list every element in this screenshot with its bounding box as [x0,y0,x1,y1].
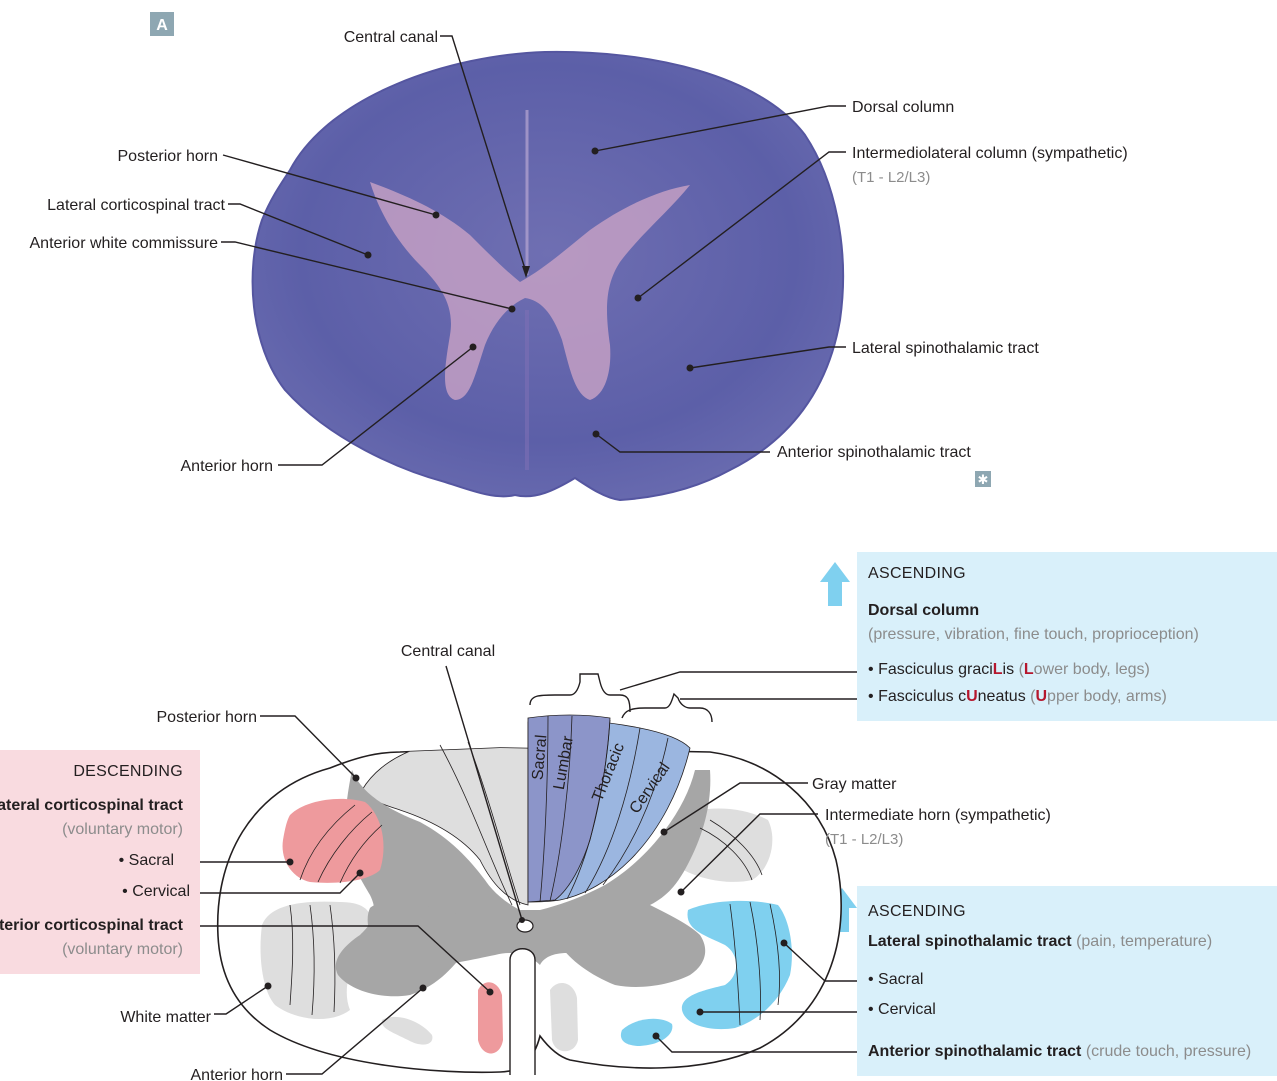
corticospinal-cervical-item: • Cervical [122,883,190,901]
cuneatus-key-letter: U [966,688,978,705]
gracilis-key-letter: L [993,661,1003,678]
bullet: • [868,661,874,678]
label-central-canal: Central canal [401,643,495,660]
lateral-corticospinal-region [283,799,384,883]
label-dorsal-column: Dorsal column [852,99,954,116]
gracilis-description: ower body, legs) [1034,661,1150,678]
anterior-corticospinal-function: (voluntary motor) [62,941,183,959]
lateral-corticospinal-tract-name: Lateral corticospinal tract [0,797,183,815]
histology-section [253,52,844,500]
schematic-cord [218,715,841,1075]
fasciculus-gracilis-prefix: Fasciculus graci [878,661,993,678]
label-posterior-horn-top: Posterior horn [118,148,219,165]
label-anterior-horn: Anterior horn [191,1067,284,1081]
central-canal [517,920,533,932]
ascending-dorsal-column-box: ASCENDING Dorsal column (pressure, vibra… [857,552,1277,721]
ascending-arrow-top-icon [820,562,850,606]
anterior-corticospinal-tract-name: Anterior corticospinal tract [0,917,183,935]
label-intermediate-horn: Intermediate horn (sympathetic) [825,807,1051,824]
ascending-title: ASCENDING [868,565,966,583]
ventral-gray-right [550,983,578,1051]
dorsal-column-tract-name: Dorsal column [868,602,979,620]
descending-corticospinal-box: DESCENDING Lateral corticospinal tract (… [0,750,200,974]
upper-key-letter: U [1035,688,1047,705]
lateral-corticospinal-function: (voluntary motor) [62,821,183,839]
label-lateral-spinothalamic-top: Lateral spinothalamic tract [852,340,1039,357]
corner-mark-text: ✱ [978,473,989,488]
ascending-spinothalamic-box: ASCENDING Lateral spinothalamic tract (p… [857,886,1277,1076]
lateral-spinothalamic-heading: Lateral spinothalamic tract (pain, tempe… [868,933,1212,951]
label-intermediolateral-sub: (T1 - L2/L3) [852,169,930,186]
ascending-title-bottom: ASCENDING [868,903,966,921]
bullet: • [868,688,874,705]
label-lateral-corticospinal-top: Lateral corticospinal tract [47,197,225,214]
lateral-spinothalamic-tract-name: Lateral spinothalamic tract [868,933,1072,950]
label-posterior-horn: Posterior horn [157,709,258,726]
label-anterior-horn-top: Anterior horn [181,458,274,475]
corticospinal-sacral-item: • Sacral [119,852,174,870]
fasciculus-cuneatus-rest: neatus [978,688,1026,705]
descending-title: DESCENDING [73,763,183,781]
fasciculus-gracilis-item: • Fasciculus graciLis (Lower body, legs) [868,661,1150,679]
label-white-matter: White matter [120,1009,211,1026]
panel-badge-text: A [156,17,168,34]
spinothalamic-sacral-item: • Sacral [868,971,923,989]
label-central-canal-top: Central canal [344,29,438,46]
anterior-spinothalamic-heading: Anterior spinothalamic tract (crude touc… [868,1043,1251,1061]
fasciculus-cuneatus-prefix: Fasciculus c [878,688,966,705]
fasciculus-cuneatus-item: • Fasciculus cUneatus (Upper body, arms) [868,688,1167,706]
cuneatus-description: pper body, arms) [1047,688,1167,705]
fasciculus-gracilis-rest: is [1003,661,1015,678]
cuneatus-bracket [622,694,712,722]
label-gray-matter: Gray matter [812,776,897,793]
anterior-spinothalamic-function: (crude touch, pressure) [1086,1043,1251,1060]
label-anterior-white-commissure: Anterior white commissure [30,235,219,252]
lower-key-letter: L [1024,661,1034,678]
lateral-spinothalamic-function: (pain, temperature) [1076,933,1212,950]
label-anterior-spinothalamic-top: Anterior spinothalamic tract [777,444,971,461]
label-intermediolateral: Intermediolateral column (sympathetic) [852,145,1128,162]
spinothalamic-cervical-item: • Cervical [868,1001,936,1019]
label-intermediate-horn-sub: (T1 - L2/L3) [825,831,903,848]
gracilis-bracket [530,674,630,712]
anterior-spinothalamic-tract-name: Anterior spinothalamic tract [868,1043,1081,1060]
dorsal-column-function: (pressure, vibration, fine touch, propri… [868,626,1199,644]
